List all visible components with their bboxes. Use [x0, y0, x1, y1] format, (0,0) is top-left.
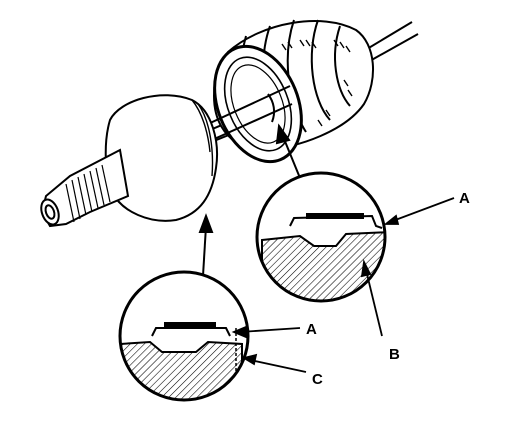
detail-circle-upper	[255, 171, 387, 303]
stub-axle	[40, 148, 130, 228]
axle-splines	[65, 164, 111, 223]
shaft-through-ring	[207, 85, 293, 141]
leader-lines	[231, 197, 455, 373]
callout-a-upper: A	[459, 190, 470, 207]
boot-rib-texture	[281, 39, 353, 127]
callout-c: C	[312, 371, 323, 388]
pointer-arrows	[198, 123, 301, 277]
cv-joint-housing	[104, 94, 218, 222]
detail-circle-lower	[118, 270, 250, 402]
callout-a-lower: A	[306, 321, 317, 338]
callout-b: B	[389, 346, 400, 363]
